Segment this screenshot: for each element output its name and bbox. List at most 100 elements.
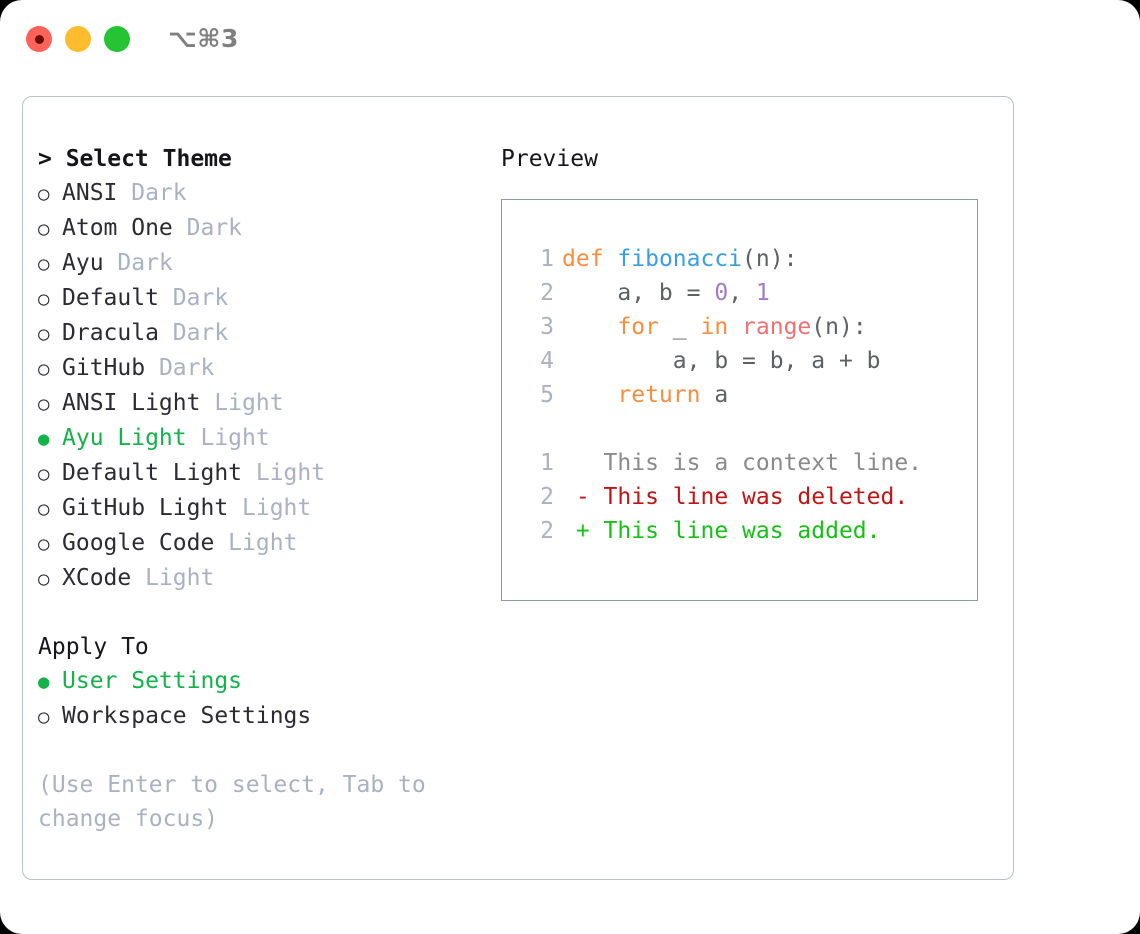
theme-option-label: Atom One	[62, 215, 173, 241]
radio-unselected-icon: ○	[38, 498, 50, 520]
code-token: 0	[714, 280, 729, 306]
radio-unselected-icon: ○	[38, 568, 50, 590]
theme-option-label: GitHub	[62, 355, 146, 381]
diff-marker: -	[562, 484, 604, 510]
radio-unselected-icon: ○	[38, 358, 50, 380]
code-token: ,	[728, 280, 756, 306]
close-button[interactable]	[26, 26, 52, 52]
line-number: 2	[540, 518, 554, 544]
code-line-2: 2 a, b = 0, 1	[502, 276, 977, 310]
theme-option-10[interactable]: ○ Google Code Light	[38, 526, 488, 561]
apply-to-option-label: User Settings	[62, 668, 243, 694]
line-number: 5	[540, 382, 554, 408]
theme-option-2[interactable]: ○Ayu Dark	[38, 246, 488, 281]
code-token	[604, 246, 618, 272]
apply-to-option-list[interactable]: ● User Settings ○Workspace Settings	[38, 664, 488, 734]
theme-variant-tag: Light	[186, 425, 270, 451]
line-number: 1	[540, 246, 554, 272]
radio-unselected-icon: ○	[38, 183, 50, 205]
apply-to-option-1[interactable]: ○Workspace Settings	[38, 699, 488, 734]
minimize-button[interactable]	[65, 26, 91, 52]
code-diff-separator	[502, 412, 977, 446]
theme-option-label: Default	[62, 285, 159, 311]
window-controls	[26, 26, 130, 52]
code-token: for	[617, 314, 659, 340]
code-token: in	[700, 314, 729, 340]
theme-variant-tag: Light	[200, 390, 284, 416]
theme-variant-tag: Dark	[158, 285, 229, 311]
diff-line-2: 2 + This line was added.	[502, 514, 977, 548]
code-token: return	[617, 382, 701, 408]
radio-unselected-icon: ○	[38, 393, 50, 415]
code-token: a	[700, 382, 729, 408]
code-line-4: 4 a, b = b, a + b	[502, 344, 977, 378]
theme-variant-tag: Dark	[172, 215, 243, 241]
code-token: (n):	[742, 246, 798, 272]
theme-variant-tag: Dark	[117, 180, 187, 206]
code-line-5: 5 return a	[502, 378, 977, 412]
diff-line-1: 2 - This line was deleted.	[502, 480, 977, 514]
radio-unselected-icon: ○	[38, 218, 50, 240]
apply-to-option-label: Workspace Settings	[62, 703, 312, 729]
radio-unselected-icon: ○	[38, 288, 50, 310]
code-token: def	[562, 246, 604, 272]
diff-text: This line was deleted.	[603, 484, 909, 510]
theme-option-label: ANSI Light	[62, 390, 201, 416]
maximize-button[interactable]	[104, 26, 130, 52]
theme-variant-tag: Light	[242, 460, 326, 486]
theme-option-0[interactable]: ○ ANSI Dark	[38, 176, 488, 211]
code-token: a, b =	[562, 280, 715, 306]
theme-variant-tag: Dark	[158, 320, 229, 346]
code-token: 1	[755, 280, 770, 306]
theme-option-4[interactable]: ○ Dracula Dark	[38, 316, 488, 351]
code-token: _	[658, 314, 701, 340]
code-token: (n):	[811, 314, 867, 340]
theme-option-label: Ayu	[62, 250, 104, 276]
diff-marker: +	[562, 518, 604, 544]
apply-to-option-0[interactable]: ● User Settings	[38, 664, 488, 699]
code-line-3: 3 for _ in range(n):	[502, 310, 977, 344]
theme-option-11[interactable]: ○ XCode Light	[38, 561, 488, 596]
theme-option-label: XCode	[62, 565, 132, 591]
theme-option-1[interactable]: ○ Atom One Dark	[38, 211, 488, 246]
theme-option-label: Google Code	[62, 530, 215, 556]
theme-option-7[interactable]: ●Ayu Light Light	[38, 421, 488, 456]
content-card: > Select Theme ○ANSI Dark○Atom One Dark○…	[22, 96, 1014, 880]
radio-selected-icon: ●	[38, 428, 50, 450]
keyboard-hint-text: (Use Enter to select, Tab to change focu…	[38, 772, 426, 832]
diff-sample: 1 This is a context line.2 - This line w…	[502, 446, 977, 548]
diff-text: This is a context line.	[603, 450, 923, 476]
radio-unselected-icon: ○	[38, 323, 50, 345]
keyboard-shortcut-label: ⌥⌘3	[168, 24, 239, 53]
title-bar: ⌥⌘3	[0, 0, 1140, 78]
code-token	[728, 314, 742, 340]
theme-variant-tag: Light	[131, 565, 215, 591]
diff-line-0: 1 This is a context line.	[502, 446, 977, 480]
theme-selection-pane: > Select Theme ○ANSI Dark○Atom One Dark○…	[38, 142, 488, 836]
theme-option-5[interactable]: ○ GitHub Dark	[38, 351, 488, 386]
theme-variant-tag: Light	[214, 530, 298, 556]
theme-option-9[interactable]: ○GitHub Light Light	[38, 491, 488, 526]
theme-option-label: ANSI	[62, 180, 118, 206]
select-theme-header: > Select Theme	[38, 146, 232, 172]
radio-selected-icon: ●	[38, 671, 50, 693]
theme-option-3[interactable]: ○ Default Dark	[38, 281, 488, 316]
theme-variant-tag: Dark	[145, 355, 215, 381]
theme-option-label: Default Light	[62, 460, 243, 486]
theme-option-6[interactable]: ○ ANSI Light Light	[38, 386, 488, 421]
theme-option-label: Dracula	[62, 320, 159, 346]
line-number: 2	[540, 280, 554, 306]
radio-unselected-icon: ○	[38, 463, 50, 485]
apply-to-header: Apply To	[38, 634, 149, 660]
code-line-1: 1 def fibonacci(n):	[502, 242, 977, 276]
theme-option-8[interactable]: ○ Default Light Light	[38, 456, 488, 491]
line-number: 4	[540, 348, 554, 374]
line-number: 3	[540, 314, 554, 340]
code-token: fibonacci	[617, 246, 743, 272]
radio-unselected-icon: ○	[38, 533, 50, 555]
theme-variant-tag: Light	[228, 495, 312, 521]
theme-option-list[interactable]: ○ANSI Dark○Atom One Dark○Ayu Dark○Defaul…	[38, 176, 488, 596]
